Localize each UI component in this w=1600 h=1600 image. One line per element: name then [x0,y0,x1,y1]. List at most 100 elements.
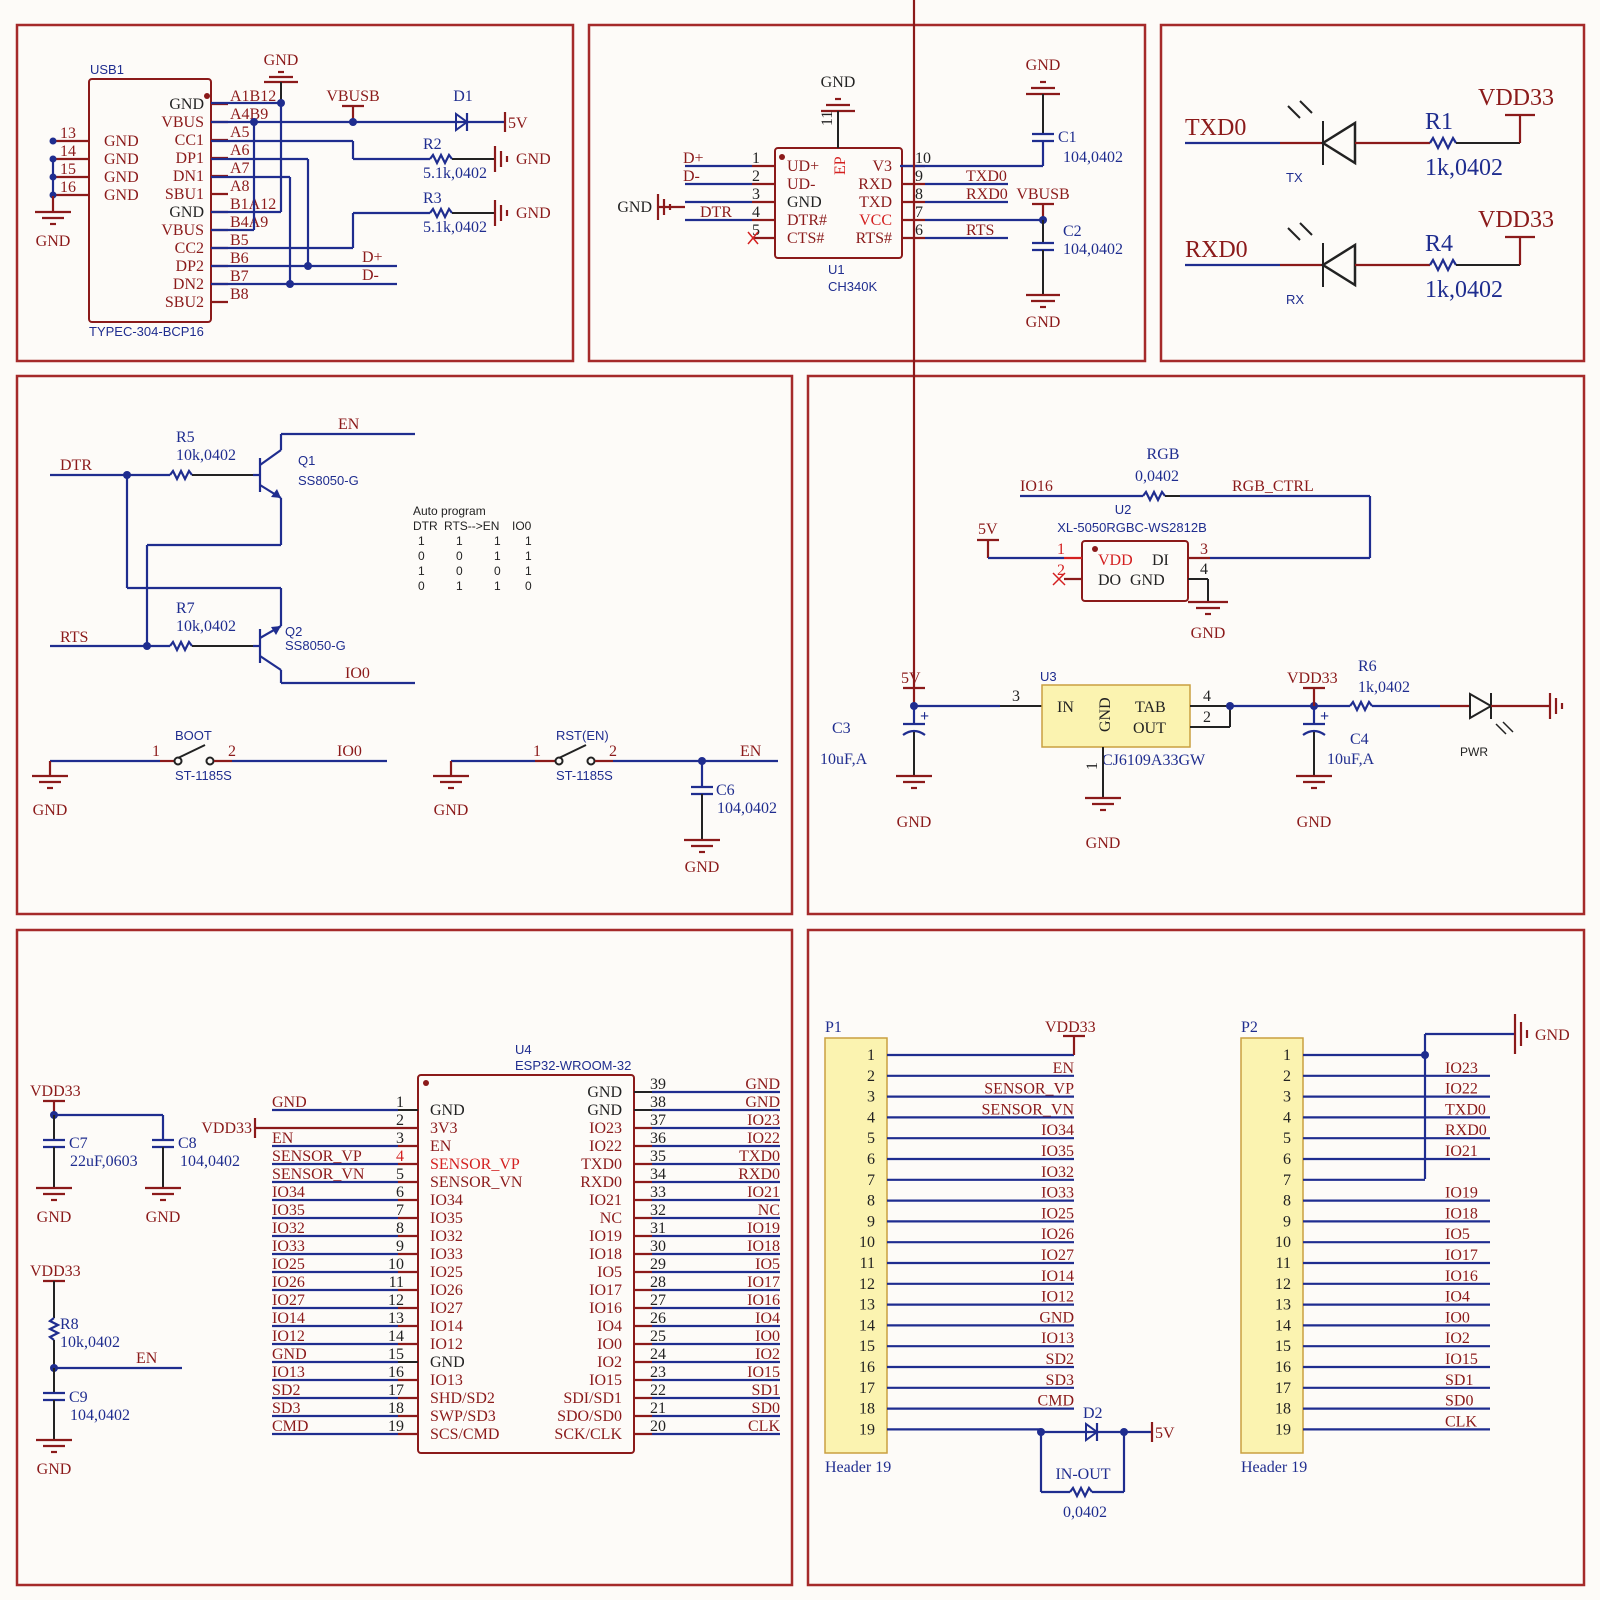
net-label: TXD0 [966,168,1007,185]
pin-name: GND [104,169,139,186]
header-pin-number: 18 [859,1401,875,1418]
r6-value: 1k,0402 [1358,679,1410,696]
pin-name: IO2 [597,1354,622,1371]
net-label: IO5 [755,1256,780,1273]
table-cell: 1 [525,564,532,578]
pwr-led-icon [1469,692,1494,720]
header-pin-number: 9 [867,1213,875,1230]
pin-name: IO15 [589,1372,622,1389]
u2-pin1: 1 [1057,541,1065,558]
en-net: EN [338,416,360,433]
table-cell: 1 [456,579,463,593]
pin-number: 38 [650,1094,666,1111]
pin-name: IO0 [597,1336,622,1353]
u3-pin1: 1 [1084,762,1101,770]
pin-name: SDI/SD1 [563,1390,622,1407]
header-net-label: SD3 [1046,1372,1074,1389]
pin-name: IO22 [589,1138,622,1155]
plus-sign: + [1320,708,1329,725]
led-supply: VDD33 [1478,207,1554,233]
pin-number: 11 [389,1274,404,1291]
p1-vdd33: VDD33 [1045,1019,1096,1036]
pin-name: DN2 [173,276,204,293]
r3-label: R3 [423,190,442,207]
table-cell: 0 [456,549,463,563]
pin-number: B4A9 [230,214,268,231]
u3-pin2: 2 [1203,709,1211,726]
header-net-label: IO23 [1445,1060,1478,1077]
header-pin-number: 11 [1276,1255,1291,1272]
resistor-icon [169,639,193,653]
u2-part: XL-5050RGBC-WS2812B [1057,520,1207,535]
r5-label: R5 [176,429,195,446]
net-label: IO35 [272,1202,305,1219]
u2-gnd-label: GND [1191,625,1226,642]
pin-name: SHD/SD2 [430,1390,495,1407]
u3-ref: U3 [1040,669,1057,684]
net-label: IO16 [747,1292,780,1309]
net-label: CLK [748,1418,780,1435]
pin-number: 37 [650,1112,666,1129]
header-net-label: IO13 [1041,1330,1074,1347]
pin-number: 17 [388,1382,404,1399]
autoprogram-section: DTR R5 10k,0402 EN Q1 SS8050-G RTS R7 10… [32,416,778,876]
pin1-marker [1092,546,1098,552]
header-pin-number: 16 [1275,1359,1291,1376]
header-pin-number: 11 [860,1255,875,1272]
resistor-icon [1429,135,1457,151]
c4-gnd: GND [1297,814,1332,831]
u2-pin2: 2 [1057,562,1065,579]
p2-ref: P2 [1241,1019,1258,1036]
net-label: SD3 [272,1400,300,1417]
net-label: IO22 [747,1130,780,1147]
led-resistor-value: 1k,0402 [1425,277,1503,303]
pin-number: 13 [388,1310,404,1327]
r2-gnd: GND [516,151,551,168]
pin-number: B8 [230,286,249,303]
pin-name: IO27 [430,1300,463,1317]
net-label: IO27 [272,1292,305,1309]
header-pin-number: 16 [859,1359,875,1376]
pin-number: 2 [752,168,760,185]
header-pin-number: 4 [867,1109,875,1126]
pin-number: 15 [388,1346,404,1363]
pin-number: B6 [230,250,249,267]
pin-name: CTS# [787,230,824,247]
header-net-label: IO26 [1041,1226,1074,1243]
polarized-cap-icon [902,729,926,736]
pin-name: IO25 [430,1264,463,1281]
p1-ref: P1 [825,1019,842,1036]
net-label: IO33 [272,1238,305,1255]
header-pin-number: 8 [867,1193,875,1210]
pin-number: 12 [388,1292,404,1309]
net-label: IO13 [272,1364,305,1381]
pin-number: 9 [396,1238,404,1255]
net-label: IO14 [272,1310,305,1327]
vbusb-label: VBUSB [326,88,379,105]
pin-number: 7 [396,1202,404,1219]
c7-gnd: GND [37,1209,72,1226]
pin-number: 28 [650,1274,666,1291]
ldo-5v: 5V [901,670,921,687]
resistor-icon [1349,699,1373,713]
header-pin-number: 2 [1283,1068,1291,1085]
u3-pin4: 4 [1203,688,1211,705]
net-label: RXD0 [966,186,1008,203]
ch340-top-gnd: GND [821,74,856,91]
header-net-label: RXD0 [1445,1122,1487,1139]
panel-leds [1159,23,1586,363]
pin-number: 2 [396,1112,404,1129]
pin-number: 33 [650,1184,666,1201]
p1-header-body [824,1037,888,1454]
pin-number: 10 [915,150,931,167]
pin-name: TXD0 [581,1156,622,1173]
pin1-marker [423,1080,429,1086]
net-label: SD2 [272,1382,300,1399]
header-net-label: GND [1039,1309,1074,1326]
esp32-module-body [417,1074,635,1454]
header-pin-number: 7 [867,1172,875,1189]
inout-label: IN-OUT [1055,1466,1110,1483]
